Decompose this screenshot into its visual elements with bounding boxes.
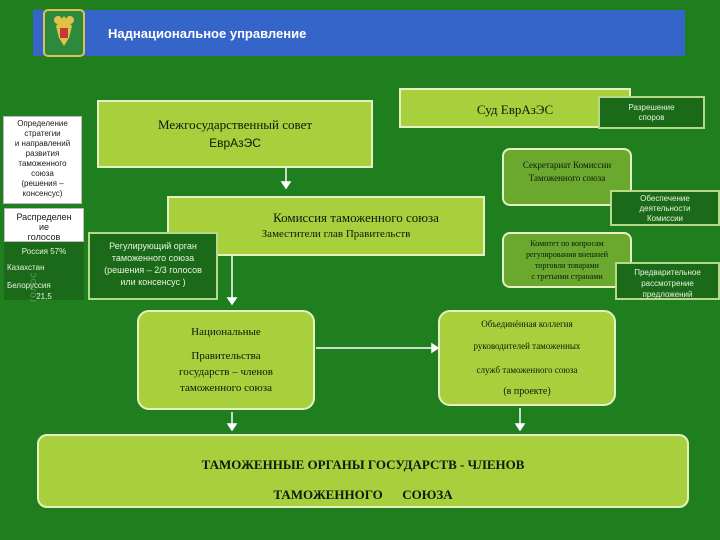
strategy-line: консенсус) bbox=[22, 189, 63, 198]
country-belarus-share: 21,5 bbox=[36, 292, 52, 301]
strategy-note: Определение стратегии и направлений разв… bbox=[3, 116, 82, 204]
dispute-resolution-note: Разрешение споров bbox=[598, 96, 705, 129]
country-belarus: Белоруссия bbox=[7, 281, 51, 290]
collegium-line: руководителей таможенных bbox=[473, 341, 581, 351]
council-title: Межгосударственный совет bbox=[157, 117, 313, 132]
committee-line: торговли товарами bbox=[535, 261, 599, 270]
arrow-head bbox=[280, 181, 292, 190]
strategy-line: развития bbox=[25, 149, 60, 158]
national-line: Правительства bbox=[191, 350, 261, 362]
customs-line: ТАМОЖЕННЫЕ ОРГАНЫ ГОСУДАРСТВ - ЧЛЕНОВ bbox=[201, 457, 525, 472]
collegium-line: служб таможенного союза bbox=[476, 365, 578, 375]
support-line: Комиссии bbox=[646, 214, 683, 223]
strategy-line: стратегии bbox=[24, 129, 61, 138]
country-votes: Россия 57% Казахстан Белоруссия 21,5 bbox=[4, 242, 84, 301]
arrow-head bbox=[431, 342, 440, 354]
regulator-line: Регулирующий орган bbox=[109, 241, 197, 251]
arrow-head bbox=[226, 423, 238, 432]
strategy-line: Определение bbox=[17, 119, 68, 128]
vote-distribution-note: Распределен ие голосов bbox=[4, 208, 84, 242]
country-kazakhstan: Казахстан bbox=[7, 263, 45, 272]
coat-of-arms-emblem-icon bbox=[36, 6, 92, 60]
country-russia: Россия 57% bbox=[21, 247, 67, 256]
strategy-line: и направлений bbox=[14, 139, 71, 148]
committee-line: регулирования внешней bbox=[525, 250, 609, 259]
commission-subtitle: Заместители глав Правительств bbox=[261, 228, 411, 240]
secretariat-line: Таможенного союза bbox=[528, 173, 606, 183]
distribution-line: ие bbox=[38, 222, 50, 232]
strategy-line: (решения – bbox=[21, 179, 64, 188]
dispute-line: Разрешение bbox=[628, 103, 675, 112]
interstate-council-box: Межгосударственный совет ЕврАзЭС bbox=[97, 100, 373, 168]
committee-line: Комитет по вопросам bbox=[530, 239, 604, 248]
council-subtitle: ЕврАзЭС bbox=[209, 136, 261, 150]
commission-title: Комиссия таможенного союза bbox=[273, 210, 439, 225]
committee-line: с третьими странами bbox=[531, 272, 603, 281]
collegium-status: (в проекте) bbox=[503, 386, 551, 397]
commission-box: Комиссия таможенного союза Заместители г… bbox=[167, 196, 485, 256]
regulator-line: (решения – 2/3 голосов bbox=[104, 265, 202, 275]
regulator-line: или консенсус ) bbox=[120, 277, 186, 287]
support-line: Обеспечение bbox=[640, 194, 690, 203]
collegium-line: Объединённая коллегия bbox=[481, 319, 573, 329]
preliminary-line: Предварительное bbox=[634, 268, 701, 277]
preliminary-review-note: Предварительное рассмотрение предложений bbox=[615, 262, 720, 300]
distribution-line: Распределен bbox=[16, 212, 72, 222]
preliminary-line: рассмотрение bbox=[641, 279, 694, 288]
committee-box: Комитет по вопросам регулирования внешне… bbox=[502, 232, 632, 288]
distribution-line: голосов bbox=[27, 232, 61, 242]
arrow-head bbox=[226, 297, 238, 306]
court-label: Суд ЕврАзЭС bbox=[476, 102, 554, 117]
regulator-line: таможенного союза bbox=[111, 253, 195, 263]
preliminary-line: предложений bbox=[642, 290, 693, 299]
national-line: государств – членов bbox=[179, 366, 273, 378]
regulator-box: Регулирующий орган таможенного союза (ре… bbox=[88, 232, 218, 300]
national-line: таможенного союза bbox=[180, 382, 272, 394]
support-line: деятельности bbox=[639, 204, 691, 213]
header-banner bbox=[33, 10, 685, 56]
page-title: Наднациональное управление bbox=[108, 26, 307, 41]
strategy-line: союза bbox=[31, 169, 54, 178]
customs-line: ТАМОЖЕННОГО СОЮЗА bbox=[273, 487, 453, 502]
support-note: Обеспечение деятельности Комиссии bbox=[610, 190, 720, 226]
joint-collegium-box: Объединённая коллегия руководителей тамо… bbox=[438, 310, 616, 406]
national-governments-box: Национальные Правительства государств – … bbox=[137, 310, 315, 410]
arrow-head bbox=[514, 423, 526, 432]
national-line: Национальные bbox=[191, 326, 261, 338]
customs-authorities-box: ТАМОЖЕННЫЕ ОРГАНЫ ГОСУДАРСТВ - ЧЛЕНОВ ТА… bbox=[37, 434, 689, 508]
strategy-line: таможенного bbox=[18, 159, 67, 168]
secretariat-line: Секретариат Комиссии bbox=[522, 160, 612, 170]
dispute-line: споров bbox=[638, 113, 665, 122]
court-box: Суд ЕврАзЭС bbox=[399, 88, 631, 128]
